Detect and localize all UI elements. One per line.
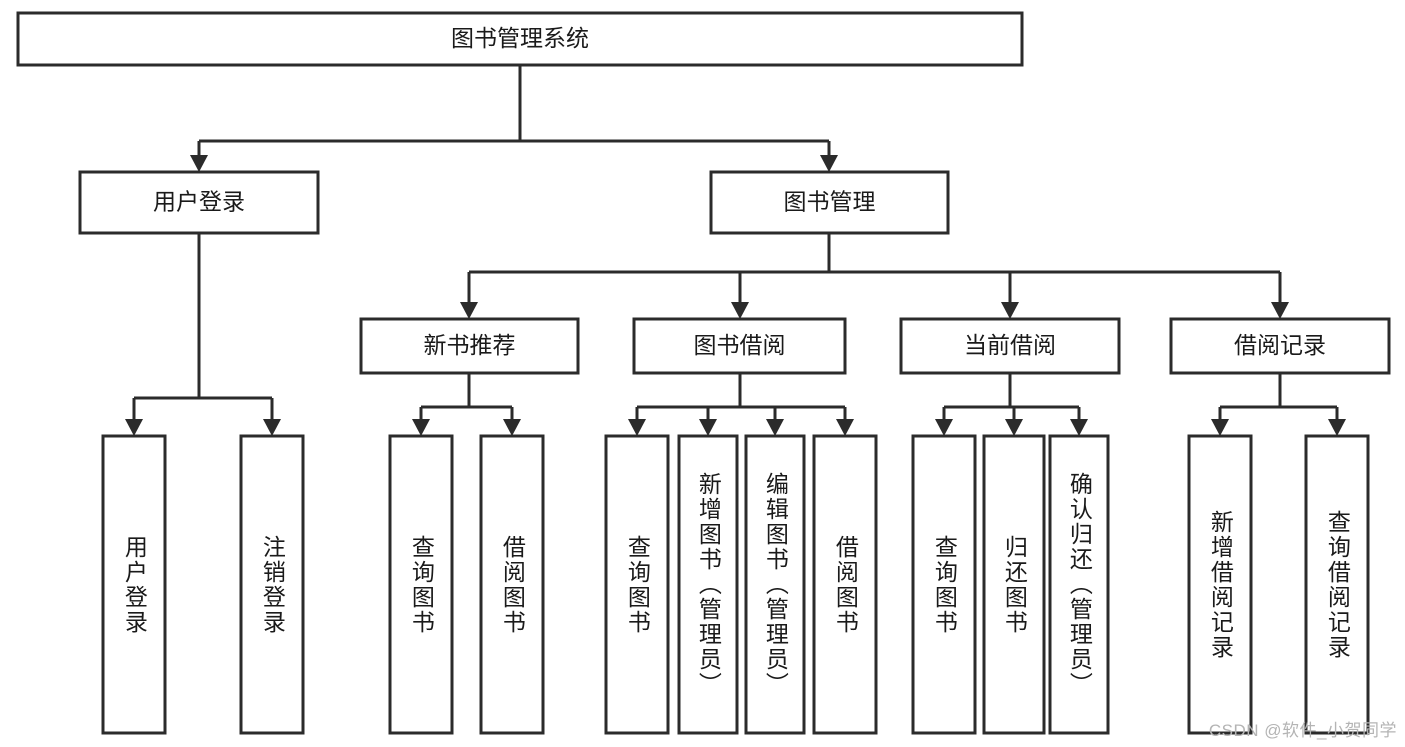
node-box-current-borrow[interactable] xyxy=(899,317,1121,375)
node-label-book-borrow: 图书借阅 xyxy=(694,332,786,358)
arrow-head-leaf-user-logout xyxy=(263,419,281,436)
arrow-head-user-login xyxy=(190,155,208,172)
arrow-head-leaf-query-book-cur xyxy=(935,419,953,436)
node-label-borrow-record: 借阅记录 xyxy=(1234,332,1326,358)
node-box-book-borrow[interactable] xyxy=(632,317,847,375)
connector-c-root-bus xyxy=(190,65,838,172)
node-box-leaf-borrow-book[interactable] xyxy=(812,434,878,735)
node-box-leaf-borrow-book-rec[interactable] xyxy=(479,434,545,735)
node-label-user-login: 用户登录 xyxy=(153,189,245,215)
watermark-credit: CSDN @软件_小贺同学 xyxy=(1208,721,1397,740)
arrow-head-book-borrow xyxy=(731,302,749,319)
arrow-head-leaf-user-login xyxy=(125,419,143,436)
arrow-head-book-admin xyxy=(820,155,838,172)
node-layer xyxy=(16,11,1391,735)
node-box-leaf-user-login[interactable] xyxy=(101,434,167,735)
arrow-head-leaf-query-book-borrow xyxy=(628,419,646,436)
arrow-head-current-borrow xyxy=(1001,302,1019,319)
arrow-head-leaf-query-record xyxy=(1328,419,1346,436)
arrow-head-leaf-borrow-book-rec xyxy=(503,419,521,436)
node-box-leaf-query-book-borrow[interactable] xyxy=(604,434,670,735)
node-box-root[interactable] xyxy=(16,11,1024,67)
connector-c-newbook-bus xyxy=(412,373,521,436)
node-box-leaf-query-record[interactable] xyxy=(1304,434,1370,735)
node-label-new-book-rec: 新书推荐 xyxy=(424,332,516,358)
arrow-head-new-book-rec xyxy=(460,302,478,319)
arrow-head-leaf-add-book xyxy=(699,419,717,436)
node-label-current-borrow: 当前借阅 xyxy=(964,332,1056,358)
connector-c-curborrow-bus xyxy=(935,373,1088,436)
node-box-leaf-query-book-rec[interactable] xyxy=(388,434,454,735)
node-box-leaf-add-book[interactable] xyxy=(677,434,739,735)
arrow-head-leaf-query-book-rec xyxy=(412,419,430,436)
arrow-head-leaf-confirm-return xyxy=(1070,419,1088,436)
node-box-leaf-confirm-return[interactable] xyxy=(1048,434,1110,735)
arrow-head-leaf-return-book xyxy=(1005,419,1023,436)
node-box-book-admin[interactable] xyxy=(709,170,950,235)
node-box-new-book-rec[interactable] xyxy=(359,317,580,375)
node-box-user-login[interactable] xyxy=(78,170,320,235)
arrow-head-leaf-borrow-book xyxy=(836,419,854,436)
arrow-head-leaf-edit-book xyxy=(766,419,784,436)
connector-layer xyxy=(125,65,1346,436)
node-label-book-admin: 图书管理 xyxy=(784,189,876,215)
node-box-leaf-return-book[interactable] xyxy=(982,434,1046,735)
node-box-leaf-edit-book[interactable] xyxy=(744,434,806,735)
node-box-leaf-user-logout[interactable] xyxy=(239,434,305,735)
connector-c-bookadmin-bus xyxy=(460,233,1289,319)
arrow-head-leaf-add-record xyxy=(1211,419,1229,436)
node-box-leaf-add-record[interactable] xyxy=(1187,434,1253,735)
connector-c-bookborrow-bus xyxy=(628,373,854,436)
node-box-borrow-record[interactable] xyxy=(1169,317,1391,375)
connector-c-userlogin-bus xyxy=(125,233,281,436)
arrow-head-borrow-record xyxy=(1271,302,1289,319)
node-label-root: 图书管理系统 xyxy=(451,25,589,51)
connector-c-record-bus xyxy=(1211,373,1346,436)
node-box-leaf-query-book-cur[interactable] xyxy=(911,434,977,735)
